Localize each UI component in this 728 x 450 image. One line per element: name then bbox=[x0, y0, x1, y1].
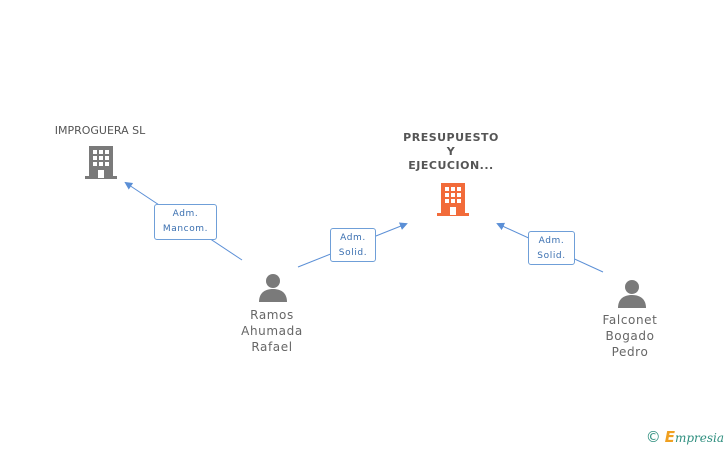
edge-label-ramos-presupuesto[interactable]: Adm. Solid. bbox=[330, 228, 376, 262]
person-label-line: Falconet bbox=[602, 313, 658, 327]
company-label-line: PRESUPUESTO bbox=[403, 131, 499, 144]
brand-initial: E bbox=[664, 428, 675, 446]
edge-label-line: Mancom. bbox=[162, 224, 209, 234]
building-icon[interactable] bbox=[85, 144, 117, 180]
person-label-line: Bogado bbox=[605, 329, 655, 343]
brand-logo[interactable]: Empresia bbox=[665, 428, 724, 446]
copyright-icon: © bbox=[645, 428, 661, 446]
company-label-line: EJECUCION... bbox=[408, 159, 494, 172]
person-icon[interactable] bbox=[617, 278, 647, 308]
person-label-line: Rafael bbox=[251, 340, 293, 354]
person-label-falconet[interactable]: Falconet Bogado Pedro bbox=[578, 312, 682, 360]
footer-brand: © Empresia bbox=[646, 428, 724, 446]
edge-label-line: Adm. bbox=[340, 233, 366, 243]
edge-label-ramos-improguera[interactable]: Adm. Mancom. bbox=[154, 204, 217, 240]
person-icon[interactable] bbox=[258, 272, 288, 302]
person-label-line: Ramos bbox=[250, 308, 294, 322]
person-label-line: Pedro bbox=[611, 345, 649, 359]
brand-name: mpresia bbox=[674, 431, 724, 445]
company-label-presupuesto[interactable]: PRESUPUESTO Y EJECUCION... bbox=[386, 131, 516, 173]
edge-label-line: Adm. bbox=[538, 236, 565, 246]
person-label-line: Ahumada bbox=[241, 324, 303, 338]
edge-label-line: Adm. bbox=[172, 209, 199, 219]
edge-label-falconet-presupuesto[interactable]: Adm. Solid. bbox=[528, 231, 575, 265]
building-icon[interactable] bbox=[437, 181, 469, 217]
company-label-line: Y bbox=[446, 145, 456, 158]
edge-label-line: Solid. bbox=[537, 251, 566, 261]
edge-label-line: Solid. bbox=[338, 248, 368, 258]
company-label-improguera[interactable]: IMPROGUERA SL bbox=[54, 124, 146, 137]
person-label-ramos[interactable]: Ramos Ahumada Rafael bbox=[220, 307, 324, 355]
